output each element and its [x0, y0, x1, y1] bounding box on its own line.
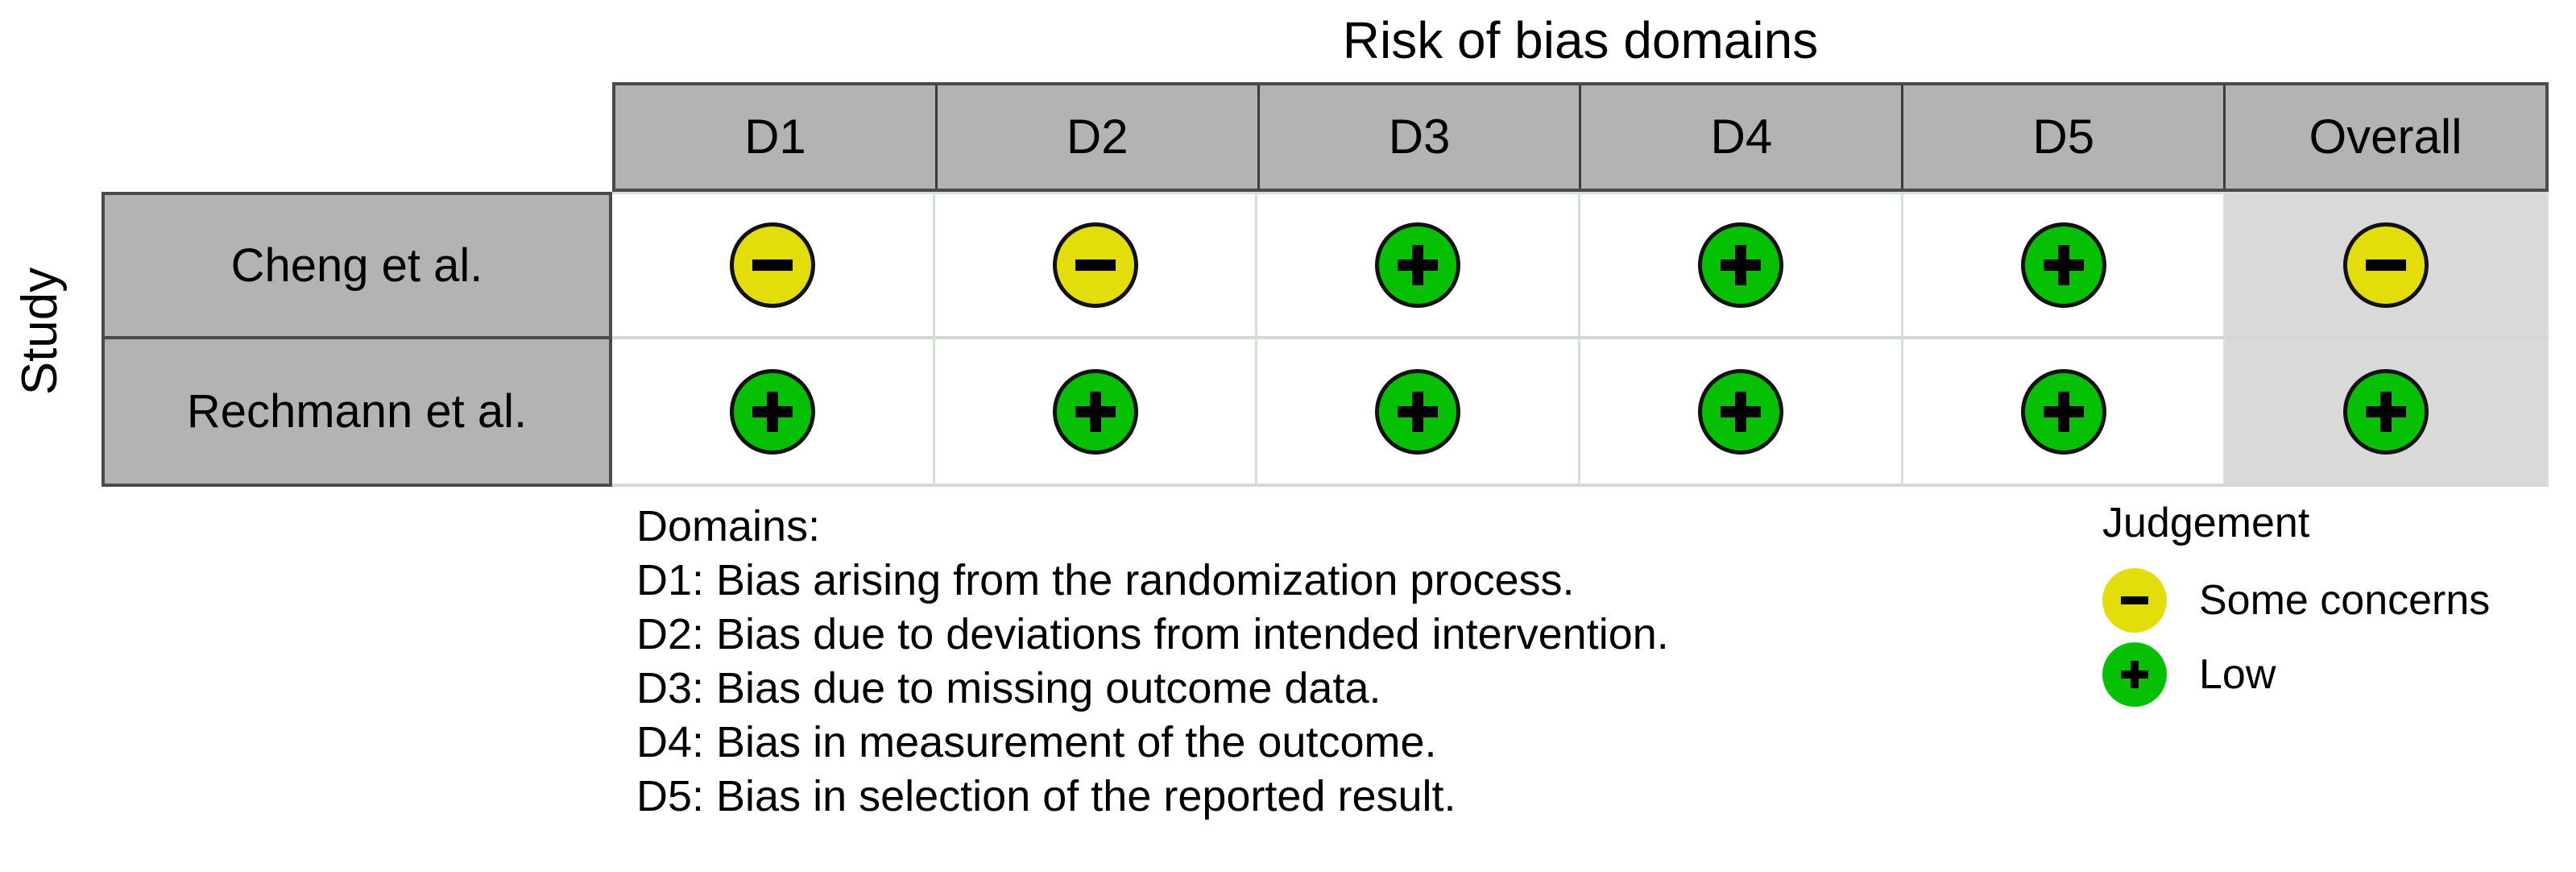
plus-bar [2380, 391, 2392, 432]
low-risk-icon [1697, 368, 1783, 455]
row-label-study: Cheng et al. [101, 192, 612, 339]
study-axis-label: Study [12, 267, 68, 396]
plus-bar [1734, 245, 1746, 285]
judgement-legend: Judgement Some concerns Low [2102, 498, 2490, 714]
row-label-study: Rechmann et al. [101, 339, 612, 487]
plus-bar [1089, 391, 1101, 432]
low-risk-icon [1375, 368, 1461, 455]
judgement-cell-d1[interactable] [612, 339, 935, 487]
judgement-cell-d3[interactable] [1257, 192, 1581, 339]
domains-legend-line-d1: D1: Bias arising from the randomization … [636, 556, 1575, 604]
plus-bar [2057, 245, 2069, 285]
low-risk-icon [1697, 222, 1783, 308]
domains-legend-line-d4: D4: Bias in measurement of the outcome. [636, 718, 1437, 766]
judgement-cell-d1[interactable] [612, 192, 935, 339]
judgement-legend-item-some-concerns: Some concerns [2102, 566, 2490, 635]
low-risk-icon [2102, 642, 2167, 707]
plus-bar [766, 391, 778, 432]
risk-of-bias-table: D1 D2 D3 D4 D5 Overall Cheng et al. [101, 82, 2549, 487]
minus-bar [752, 260, 793, 271]
judgement-legend-item-low: Low [2102, 640, 2490, 709]
column-header-d5: D5 [1903, 85, 2226, 189]
low-risk-icon [1052, 368, 1138, 455]
domains-legend-heading: Domains: [636, 502, 821, 550]
minus-bar [1075, 260, 1116, 271]
low-risk-icon [2020, 368, 2106, 455]
judgement-legend-title: Judgement [2102, 500, 2310, 546]
plus-bar [1734, 391, 1746, 432]
domains-legend: Domains: D1: Bias arising from the rando… [636, 500, 1669, 824]
judgement-cell-d4[interactable] [1580, 339, 1903, 487]
table-row: Cheng et al. [101, 192, 2549, 339]
judgement-cell-d5[interactable] [1903, 192, 2226, 339]
low-risk-icon [1375, 222, 1461, 308]
judgement-legend-label: Low [2199, 651, 2276, 698]
column-header-d1: D1 [615, 85, 938, 189]
some-concerns-icon [729, 222, 815, 308]
column-header-overall: Overall [2226, 85, 2545, 189]
judgement-legend-label: Some concerns [2199, 577, 2491, 624]
some-concerns-icon [2343, 222, 2429, 308]
minus-bar [2121, 596, 2148, 604]
domains-legend-line-d5: D5: Bias in selection of the reported re… [636, 772, 1456, 820]
column-header-d3: D3 [1259, 85, 1582, 189]
table-body: Cheng et al. [101, 192, 2549, 487]
plus-bar [2131, 661, 2139, 688]
low-risk-icon [2020, 222, 2106, 308]
judgement-cell-overall[interactable] [2226, 339, 2549, 487]
minus-bar [2366, 260, 2407, 271]
plus-bar [2057, 391, 2069, 432]
table-row: Rechmann et al. [101, 339, 2549, 487]
low-risk-icon [729, 368, 815, 455]
low-risk-icon [2343, 368, 2429, 455]
domains-legend-line-d2: D2: Bias due to deviations from intended… [636, 610, 1669, 658]
judgement-cell-d3[interactable] [1257, 339, 1581, 487]
table-header-row: D1 D2 D3 D4 D5 Overall [612, 82, 2549, 192]
judgement-cell-d5[interactable] [1903, 339, 2226, 487]
plus-bar [1412, 391, 1424, 432]
judgement-cell-d2[interactable] [934, 192, 1258, 339]
judgement-cell-overall[interactable] [2226, 192, 2549, 339]
plus-bar [1412, 245, 1424, 285]
column-header-d4: D4 [1581, 85, 1904, 189]
column-header-d2: D2 [937, 85, 1260, 189]
judgement-cell-d4[interactable] [1580, 192, 1903, 339]
judgement-cell-d2[interactable] [934, 339, 1258, 487]
domains-legend-line-d3: D3: Bias due to missing outcome data. [636, 664, 1381, 712]
some-concerns-icon [1052, 222, 1138, 308]
some-concerns-icon [2102, 568, 2167, 633]
page-title: Risk of bias domains [1342, 11, 1819, 69]
